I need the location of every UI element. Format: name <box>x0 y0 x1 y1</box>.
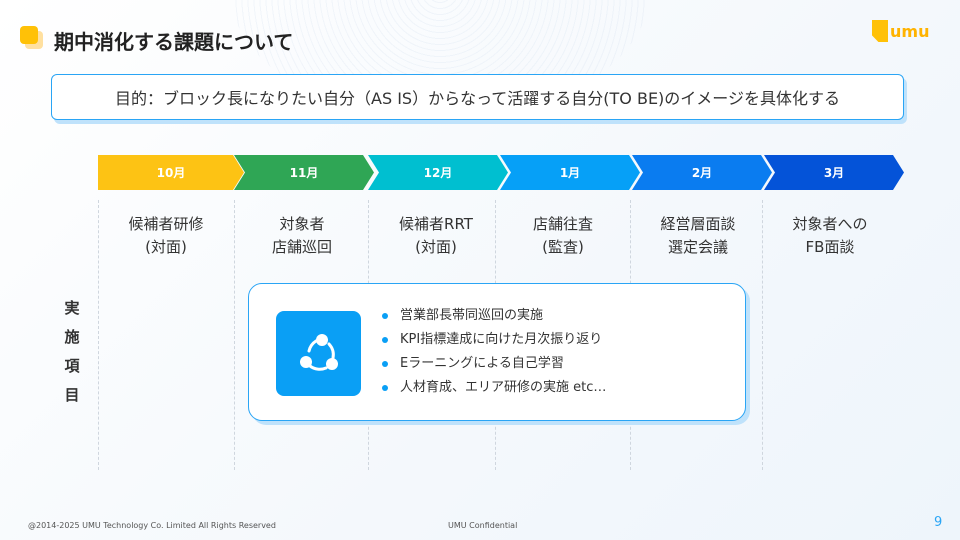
month-chevron: 12月 <box>368 155 508 190</box>
logo-flag-icon <box>872 20 888 42</box>
month-chevron: 1月 <box>500 155 640 190</box>
copyright: @2014-2025 UMU Technology Co. Limited Al… <box>28 521 276 530</box>
step-line: 店舗巡回 <box>271 238 332 256</box>
month-chevron: 11月 <box>234 155 374 190</box>
list-item: KPI指標達成に向けた月次振り返り <box>382 328 606 352</box>
step-label: 対象者への FB面談 <box>765 213 895 259</box>
month-label: 2月 <box>691 166 713 180</box>
step-line: 店舗往査 <box>532 215 593 233</box>
goal-text: 目的：ブロック長になりたい自分（AS IS）からなって活躍する自分(TO BE)… <box>115 89 840 108</box>
divider <box>762 200 763 470</box>
step-line: FB面談 <box>805 238 855 256</box>
side-label-char: 目 <box>64 386 80 404</box>
list-item: Eラーニングによる自己学習 <box>382 352 606 376</box>
step-line: 経営層面談 <box>660 215 736 233</box>
action-items-card: 営業部長帯同巡回の実施 KPI指標達成に向けた月次振り返り Eラーニングによる自… <box>248 283 746 421</box>
step-line: 選定会議 <box>667 238 728 256</box>
month-label: 12月 <box>423 166 453 180</box>
logo-text: umu <box>890 21 930 41</box>
month-label: 3月 <box>823 166 845 180</box>
step-line: (対面) <box>415 238 457 256</box>
step-label: 候補者研修 (対面) <box>101 213 231 259</box>
side-label-char: 実 <box>64 299 80 317</box>
step-line: (監査) <box>542 238 584 256</box>
month-chevron: 10月 <box>98 155 244 190</box>
step-label: 経営層面談選定会議 <box>633 213 763 259</box>
page-title: 期中消化する課題について <box>54 30 294 54</box>
step-label: 対象者店舗巡回 <box>237 213 367 259</box>
month-label: 1月 <box>559 166 581 180</box>
step-line: 候補者研修 <box>128 215 204 233</box>
title-marker <box>20 26 38 44</box>
divider <box>98 200 99 470</box>
page-number: 9 <box>934 515 943 530</box>
confidential-label: UMU Confidential <box>448 521 518 530</box>
side-label-char: 施 <box>64 328 80 346</box>
step-line: 対象者 <box>279 215 325 233</box>
step-label: 候補者RRT (対面) <box>371 213 501 259</box>
divider <box>234 200 235 470</box>
month-chevron: 2月 <box>632 155 772 190</box>
month-chevron: 3月 <box>764 155 904 190</box>
side-label-char: 項 <box>64 357 80 375</box>
month-label: 10月 <box>156 166 186 180</box>
step-label: 店舗往査 (監査) <box>498 213 628 259</box>
list-item: 人材育成、エリア研修の実施 etc… <box>382 376 606 400</box>
action-items-list: 営業部長帯同巡回の実施 KPI指標達成に向けた月次振り返り Eラーニングによる自… <box>382 304 606 400</box>
list-item: 営業部長帯同巡回の実施 <box>382 304 606 328</box>
side-label: 実 施 項 目 <box>62 294 82 410</box>
step-line: (対面) <box>145 238 187 256</box>
step-line: 対象者への <box>792 215 868 233</box>
month-label: 11月 <box>289 166 319 180</box>
goal-box: 目的：ブロック長になりたい自分（AS IS）からなって活躍する自分(TO BE)… <box>51 74 904 120</box>
umu-logo: umu <box>872 20 929 42</box>
share-nodes-icon <box>276 311 361 396</box>
step-line: 候補者RRT <box>399 215 473 233</box>
